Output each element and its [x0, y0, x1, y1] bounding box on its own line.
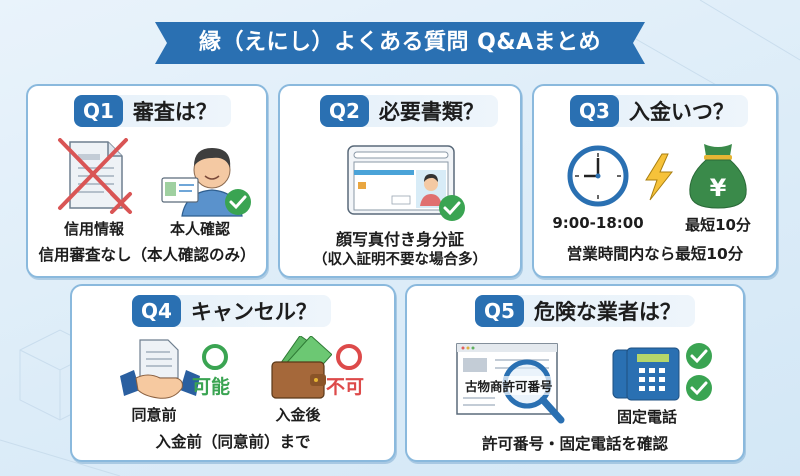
answer-summary: 信用審査なし（本人確認のみ） [38, 246, 256, 264]
item-label: 本人確認 [169, 220, 230, 238]
yen-money-bag-icon: ¥ [689, 144, 747, 209]
question-title: 危険な業者は？ [533, 300, 681, 324]
faq-card-q1: Q1 審査は？ 信用情報 本人確認 信用審査なし（本人確認のみ） [26, 84, 268, 278]
lightning-icon [645, 153, 674, 201]
page-title: 縁（えにし）よくある質問 Q&Aまとめ [198, 30, 602, 55]
ribbon-shape [155, 22, 645, 64]
question-badge: Q5 [475, 295, 524, 327]
license-number-label: 古物商許可番号 [465, 376, 553, 395]
question-title: 必要書類？ [378, 100, 484, 124]
answer-summary: 入金前（同意前）まで [155, 433, 311, 451]
ok-circle-icon [202, 344, 228, 370]
question-header: Q4 キャンセル？ [132, 295, 331, 327]
check-icon [686, 343, 712, 369]
desk-phone-icon [612, 347, 680, 401]
item-label: 同意前 [131, 406, 177, 424]
ng-circle-icon [336, 344, 362, 370]
item-label: 最短10分 [685, 216, 751, 234]
crossed-out-document-icon [58, 138, 132, 214]
question-header: Q5 危険な業者は？ [475, 295, 695, 327]
item-label: 固定電話 [616, 408, 677, 426]
handshake-icon [120, 339, 200, 399]
question-title: 審査は？ [132, 100, 217, 124]
title-banner: 縁（えにし）よくある質問 Q&Aまとめ [155, 20, 645, 66]
answer-summary: 営業時間内なら最短10分 [566, 245, 744, 263]
answer-summary: （収入証明不要な場合多） [313, 252, 487, 268]
question-header: Q1 審査は？ [74, 95, 231, 127]
cancel-possible-label: 可能 [192, 376, 231, 398]
question-title: 入金いつ？ [628, 100, 734, 124]
item-label: 信用情報 [63, 220, 124, 238]
item-label: 顔写真付き身分証 [335, 230, 464, 249]
faq-card-q3: Q3 入金いつ？ ¥ 9:00-18:00 最短10分 営業時間内なら最短10分 [532, 84, 778, 278]
question-badge: Q2 [320, 95, 369, 127]
faq-card-q4: Q4 キャンセル？ 可能 不可 同意前 入金後 入金前（同意前）まで [70, 284, 396, 462]
item-label: 入金後 [275, 406, 321, 424]
question-badge: Q4 [132, 295, 181, 327]
answer-summary: 許可番号・固定電話を確認 [481, 435, 668, 453]
faq-card-q2: Q2 必要書類？ 顔写真付き身分証 （収入証明不要な場合多） [278, 84, 522, 278]
question-badge: Q3 [570, 95, 619, 127]
svg-text:¥: ¥ [710, 174, 727, 202]
question-title: キャンセル？ [190, 300, 317, 324]
cancel-impossible-label: 不可 [326, 376, 365, 398]
question-header: Q3 入金いつ？ [570, 95, 748, 127]
faq-card-q5: Q5 危険な業者は？ 古物商許可番号 固定電話 許可番号・固定電話を確認 [405, 284, 745, 462]
question-header: Q2 必要書類？ [320, 95, 498, 127]
item-label: 9:00-18:00 [552, 214, 644, 232]
photo-id-card-icon [347, 145, 465, 221]
person-holding-id-icon [161, 148, 251, 217]
clock-icon [567, 145, 629, 207]
wallet-icon [271, 336, 332, 399]
question-badge: Q1 [74, 95, 123, 127]
check-icon [686, 375, 712, 401]
